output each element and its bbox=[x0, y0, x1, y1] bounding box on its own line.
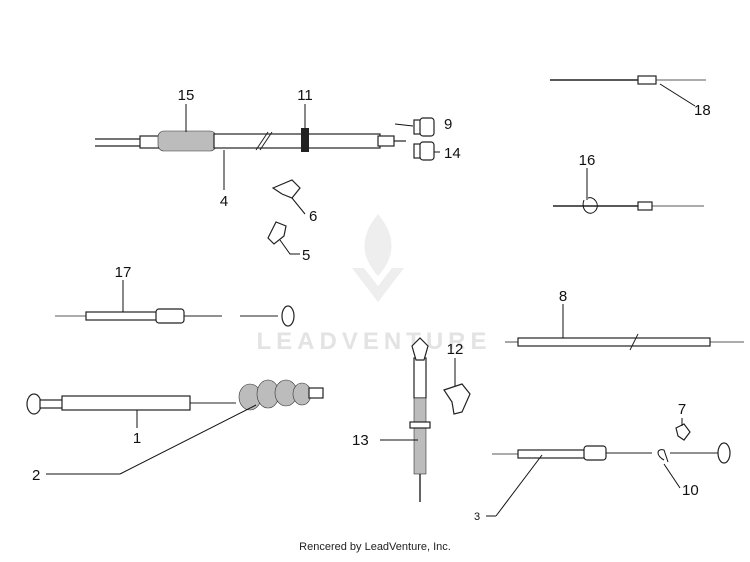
part-3-cable bbox=[492, 442, 731, 464]
callout-6: 6 bbox=[309, 208, 317, 225]
callout-8: 8 bbox=[559, 288, 567, 305]
callout-14: 14 bbox=[444, 145, 461, 162]
part-18-cable bbox=[550, 75, 706, 85]
callout-9: 9 bbox=[444, 116, 452, 133]
part-17-cable bbox=[55, 305, 295, 327]
callout-18: 18 bbox=[694, 102, 711, 119]
part-9-fitting bbox=[413, 117, 435, 137]
watermark-text: LEADVENTURE bbox=[256, 328, 491, 355]
callout-17: 17 bbox=[115, 264, 132, 281]
callout-12: 12 bbox=[447, 341, 464, 358]
main-cable-assembly bbox=[95, 128, 406, 152]
callout-5: 5 bbox=[302, 247, 310, 264]
callout-3: 3 bbox=[474, 511, 480, 523]
part-5-bolt bbox=[267, 221, 287, 245]
part-14-fitting bbox=[413, 141, 435, 161]
part-13-assembly bbox=[409, 337, 431, 502]
callout-15: 15 bbox=[178, 87, 195, 104]
callout-1: 1 bbox=[133, 430, 141, 447]
callout-10: 10 bbox=[682, 482, 699, 499]
part-10-hook bbox=[657, 449, 669, 463]
callout-4: 4 bbox=[220, 193, 228, 210]
footer-credit: Rencered by LeadVenture, Inc. bbox=[299, 541, 451, 553]
part-12-clip bbox=[443, 383, 471, 415]
part-15-sleeve bbox=[157, 130, 217, 152]
callout-13: 13 bbox=[352, 432, 369, 449]
callout-16: 16 bbox=[579, 152, 596, 169]
flame-v-logo-icon bbox=[352, 214, 404, 302]
watermark: LEADVENTURE bbox=[256, 214, 491, 355]
callout-2: 2 bbox=[32, 467, 40, 484]
part-16-cable bbox=[553, 197, 704, 214]
part-6-clip bbox=[271, 179, 301, 199]
callouts: 15 11 4 9 14 6 5 18 16 17 8 12 7 1 13 2 … bbox=[32, 87, 711, 523]
part-2-boot bbox=[238, 379, 324, 411]
part-7-clip bbox=[675, 423, 691, 441]
part-8-cable bbox=[505, 333, 744, 351]
part-11-clamp bbox=[301, 128, 309, 152]
part-1-cable bbox=[26, 393, 236, 415]
callout-7: 7 bbox=[678, 401, 686, 418]
leader-lines bbox=[46, 83, 696, 517]
callout-11: 11 bbox=[297, 87, 313, 104]
